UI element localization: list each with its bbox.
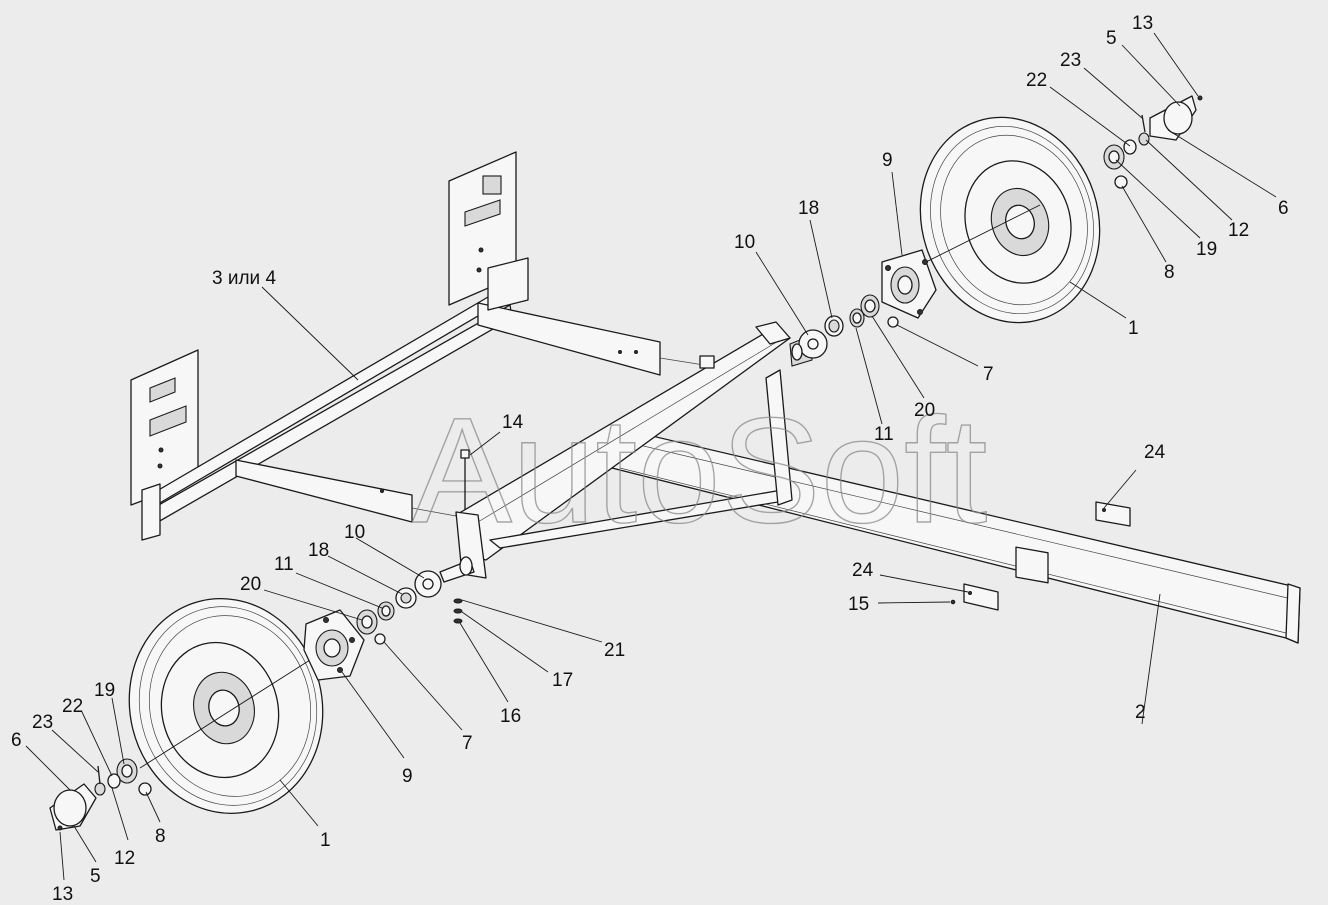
callout-right-7: 7 <box>983 364 994 385</box>
callout-left-23: 23 <box>32 712 53 733</box>
callout-left-9: 9 <box>402 766 413 787</box>
callout-right-9: 9 <box>882 150 893 171</box>
callout-left-8: 8 <box>155 826 166 847</box>
axle-beam <box>455 321 813 579</box>
callout-right-5: 5 <box>1106 28 1117 49</box>
callout-24-upper: 24 <box>1144 442 1166 463</box>
callout-left-19: 19 <box>94 680 115 701</box>
plates-24 <box>950 501 1131 611</box>
callout-right-20: 20 <box>914 400 935 421</box>
callout-left-11: 11 <box>274 554 294 575</box>
callout-left-12: 12 <box>114 848 135 869</box>
mounting-frame <box>130 151 715 541</box>
left-wheel <box>128 598 324 814</box>
callout-labels: 3 или 4 2 14 24 24 15 13 5 23 22 6 12 19… <box>11 13 1289 905</box>
callout-left-5: 5 <box>90 866 101 887</box>
callout-left-7: 7 <box>462 733 473 754</box>
callout-left-22: 22 <box>62 696 83 717</box>
callout-right-23: 23 <box>1060 50 1081 71</box>
callout-24-lower: 24 <box>852 560 874 581</box>
callout-right-13: 13 <box>1132 13 1153 34</box>
callout-right-8: 8 <box>1164 262 1175 283</box>
left-hub <box>49 449 475 831</box>
leader-lines <box>25 32 1277 881</box>
right-wheel <box>899 116 1101 324</box>
callout-left-18: 18 <box>308 540 329 561</box>
callout-right-12: 12 <box>1228 220 1249 241</box>
callout-left-17: 17 <box>552 670 573 691</box>
callout-left-16: 16 <box>500 706 521 727</box>
callout-left-6: 6 <box>11 730 22 751</box>
callout-right-22: 22 <box>1026 70 1047 91</box>
callout-right-6: 6 <box>1278 198 1289 219</box>
watermark: AutoSoft <box>412 386 987 554</box>
callout-left-20: 20 <box>240 574 261 595</box>
callout-right-19: 19 <box>1196 239 1217 260</box>
callout-right-18: 18 <box>798 198 819 219</box>
callout-right-11: 11 <box>874 424 894 445</box>
callout-right-1: 1 <box>1128 318 1139 339</box>
callout-left-21: 21 <box>604 640 625 661</box>
callout-left-1: 1 <box>320 830 331 851</box>
callout-2: 2 <box>1135 702 1146 723</box>
callout-right-10: 10 <box>734 232 755 253</box>
callout-3-or-4: 3 или 4 <box>212 268 276 289</box>
right-hub <box>791 95 1203 361</box>
callout-15: 15 <box>848 594 869 615</box>
callout-left-13: 13 <box>52 884 73 905</box>
callout-left-10: 10 <box>344 522 365 543</box>
callout-14: 14 <box>502 412 524 433</box>
